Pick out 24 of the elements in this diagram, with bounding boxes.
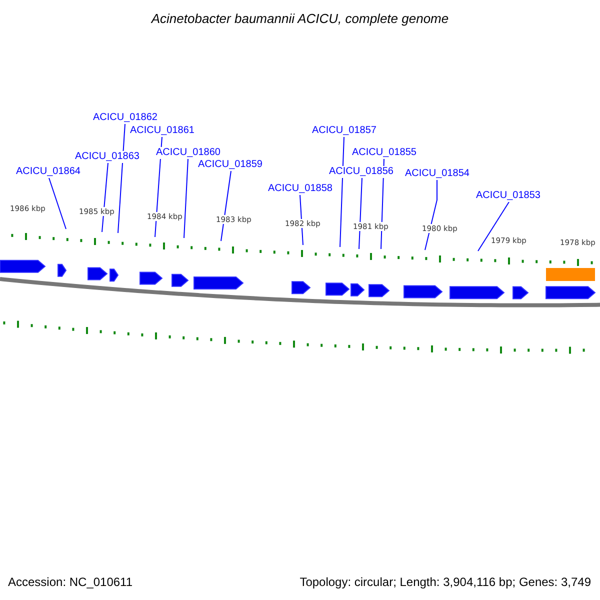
locus-tag: ACICU_01857: [312, 125, 376, 137]
locus-tag: ACICU_01863: [75, 151, 140, 163]
locus-tag: ACICU_01858: [268, 183, 332, 195]
leader-line: [424, 180, 438, 250]
locus-tag: ACICU_01860: [156, 147, 220, 159]
leader-line: [358, 178, 362, 250]
locus-tag: ACICU_01853: [476, 190, 540, 202]
accession-text: Accession: NC_010611: [8, 575, 133, 589]
leader-line: [102, 162, 108, 232]
locus-tag: ACICU_01856: [329, 166, 394, 178]
locus-tag: ACICU_01855: [352, 147, 416, 159]
leader-line: [220, 170, 232, 242]
genome-info-text: Topology: circular; Length: 3,904,116 bp; Genes: 3,749: [300, 575, 591, 589]
leader-line: [340, 136, 344, 248]
leader-line: [184, 158, 188, 238]
leader-line: [48, 178, 66, 230]
locus-tag: ACICU_01861: [130, 125, 194, 137]
locus-tag: ACICU_01854: [405, 168, 470, 180]
locus-tag: ACICU_01859: [198, 159, 262, 171]
locus-tag: ACICU_01862: [93, 112, 158, 124]
leader-line: [118, 124, 126, 234]
locus-tag: ACICU_01864: [16, 166, 80, 178]
leader-line: [478, 202, 510, 252]
title: Acinetobacter baumannii ACICU, complete genome: [150, 11, 450, 26]
